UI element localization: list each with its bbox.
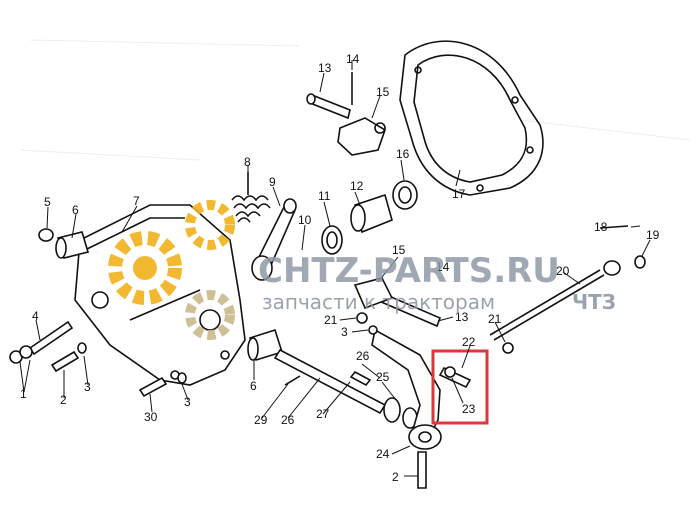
background-scan-lines	[19, 39, 691, 161]
label-part-17: 17	[452, 187, 466, 201]
shaft-13-top	[306, 72, 386, 156]
gasket-17	[399, 40, 544, 196]
pin-23	[438, 366, 472, 389]
label-part-2: 2	[60, 393, 67, 407]
label-part-18: 18	[594, 220, 608, 234]
bushing-12	[350, 193, 393, 234]
label-part-27: 27	[316, 407, 330, 421]
nut-21-left	[356, 312, 368, 324]
watermark: CHTZ-PARTS.RU запчасти к тракторам ЧТЗ	[258, 251, 616, 314]
part-labels: 1 2 2 3 3 3 4 5 6 6 7 8 9 10 11 12 13 13…	[20, 52, 660, 484]
shaft-13-middle	[353, 277, 442, 328]
bolt-2-left	[50, 350, 80, 373]
stud-4	[28, 320, 74, 356]
bushing-6-lower	[247, 328, 284, 362]
label-part-21-left: 21	[324, 313, 338, 327]
label-part-23: 23	[462, 402, 476, 416]
washer-3-bottom	[177, 372, 187, 384]
label-part-13-middle: 13	[455, 310, 469, 324]
shaft-28	[273, 348, 387, 415]
watermark-brand: CHTZ-PARTS.RU	[258, 251, 560, 291]
label-part-13-top: 13	[318, 61, 332, 75]
label-part-2-bottom: 2	[392, 470, 399, 484]
label-part-4: 4	[32, 309, 39, 323]
nut-21-right	[502, 342, 514, 354]
label-part-15-top: 15	[376, 85, 390, 99]
bolt-30	[138, 376, 168, 398]
label-part-20: 20	[556, 264, 570, 278]
label-part-14-top: 14	[346, 52, 360, 66]
label-part-24: 24	[376, 447, 390, 461]
bolt-2-bottom	[417, 451, 427, 489]
label-part-8: 8	[244, 155, 251, 169]
label-part-25: 25	[376, 370, 390, 384]
gear-11	[321, 225, 343, 255]
label-part-29: 29	[254, 413, 268, 427]
lever-9	[251, 198, 297, 281]
key-27	[349, 370, 372, 387]
bushing-26	[383, 397, 418, 429]
label-part-6-left: 6	[72, 203, 79, 217]
label-part-3: 3	[84, 380, 91, 394]
washer-3-left	[77, 342, 87, 354]
watermark-gear-icon	[108, 200, 235, 340]
label-part-30: 30	[144, 410, 158, 424]
housing-7	[74, 204, 246, 386]
ring-5	[38, 228, 54, 242]
label-part-19: 19	[646, 228, 660, 242]
pin-18	[599, 225, 629, 229]
label-part-21-right: 21	[488, 312, 502, 326]
pin-29	[284, 375, 301, 386]
label-part-26-upper: 26	[356, 349, 370, 363]
washer-3-middle	[368, 325, 378, 335]
label-part-26-lower: 26	[281, 413, 295, 427]
label-part-1: 1	[20, 387, 27, 401]
lever-24	[371, 328, 442, 450]
nuts-1	[9, 345, 33, 364]
ring-16	[392, 180, 418, 210]
bushing-6-left	[55, 231, 90, 259]
label-part-22: 22	[462, 335, 476, 349]
label-part-11: 11	[318, 189, 331, 203]
label-part-5: 5	[44, 195, 51, 209]
label-part-10: 10	[298, 213, 312, 227]
spring-8	[231, 172, 271, 223]
label-part-14-middle: 14	[436, 260, 450, 274]
label-part-12: 12	[350, 179, 364, 193]
label-part-6-lower: 6	[250, 379, 257, 393]
label-part-7: 7	[133, 194, 140, 208]
leader-lines	[19, 60, 651, 477]
label-part-3-middle: 3	[341, 325, 348, 339]
nut-19	[634, 255, 646, 269]
highlight-box-part-23	[431, 349, 489, 425]
label-part-3-bottom: 3	[184, 395, 191, 409]
watermark-tagline: запчасти к тракторам	[262, 290, 495, 314]
label-part-16: 16	[396, 147, 410, 161]
watermark-tagline-brand: ЧТЗ	[572, 290, 616, 314]
label-part-9: 9	[269, 175, 276, 189]
rod-20	[489, 260, 621, 341]
label-part-15-middle: 15	[392, 243, 406, 257]
